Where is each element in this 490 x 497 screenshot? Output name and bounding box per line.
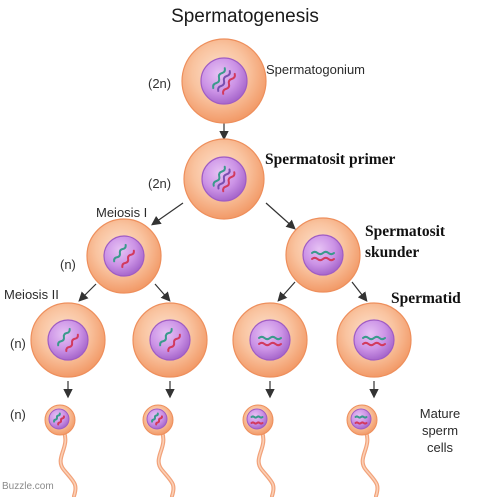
diagram-title: Spermatogenesis — [171, 6, 319, 27]
mature-line-2: sperm — [421, 423, 459, 438]
chromosome-red — [57, 415, 65, 426]
chromosome-green — [354, 415, 368, 419]
sperm-nucleus — [246, 408, 268, 430]
cell-spermatid-3 — [232, 302, 308, 378]
arrow-left-to-lr — [154, 283, 171, 302]
sperm-4 — [346, 404, 380, 497]
chromosome-green — [362, 335, 386, 341]
nucleus — [249, 319, 291, 361]
mature-sperm-label: Mature sperm cells — [410, 405, 470, 456]
cell-spermatid-4 — [336, 302, 412, 378]
arrow-left-to-ll — [78, 283, 97, 302]
sperm-2 — [142, 404, 176, 497]
cell-spermatogonium — [181, 38, 267, 124]
chromosome-red — [354, 421, 368, 425]
spermatosit-skunder-label-1: Spermatosit — [365, 223, 446, 240]
arrows — [63, 123, 379, 399]
nucleus — [302, 234, 344, 276]
chromosome-green — [250, 415, 264, 419]
sperm-nucleus — [350, 408, 372, 430]
chromosome-purple — [217, 70, 231, 92]
sperm-tail — [156, 430, 176, 497]
arrow-right-to-rr — [351, 281, 368, 302]
chromosome-green — [113, 243, 127, 263]
sperm-nucleus — [146, 408, 168, 430]
spermatogonium-label: Spermatogonium — [266, 62, 365, 77]
chromosome-red — [311, 256, 335, 262]
chromosome-green — [57, 327, 71, 347]
spermatosit-skunder-label-2: skunder — [365, 244, 420, 261]
chromosome-red — [250, 421, 264, 425]
spermatosit-primer-label: Spermatosit primer — [265, 151, 396, 168]
sperm-tail — [256, 430, 276, 497]
chromosome-green — [53, 412, 61, 423]
sperm-nucleus — [48, 408, 70, 430]
spermatid-label: Spermatid — [391, 290, 461, 307]
sperm-3 — [242, 404, 276, 497]
arrow-right-to-rl — [277, 281, 296, 302]
nucleus — [149, 319, 191, 361]
chromosome-red — [121, 249, 135, 269]
mature-line-3: cells — [426, 440, 453, 455]
meiosis-1-label: Meiosis I — [96, 205, 148, 220]
cell-secondary-left — [86, 218, 162, 294]
chromosome-red — [155, 415, 163, 426]
chromosome-green — [159, 327, 173, 347]
chromosome-purple — [217, 168, 231, 190]
chromosome-red — [65, 333, 79, 353]
arrow-primer-to-left — [151, 202, 184, 226]
nucleus — [47, 319, 89, 361]
cell-spermatid-2 — [132, 302, 208, 378]
chromosome-green — [212, 67, 226, 90]
chromosome-red — [167, 333, 181, 353]
chromosome-red — [258, 341, 282, 347]
chromosome-green — [311, 250, 335, 256]
nucleus — [103, 235, 145, 277]
chromosome-red — [222, 72, 236, 95]
cell-secondary-right — [285, 217, 361, 293]
cell-spermatid-1 — [30, 302, 106, 378]
ploidy-sperm: (n) — [10, 407, 26, 422]
watermark: Buzzle.com — [2, 481, 54, 492]
sperm-1 — [44, 404, 78, 497]
nucleus — [353, 319, 395, 361]
chromosome-green — [151, 412, 159, 423]
ploidy-spermatid: (n) — [10, 336, 26, 351]
cell-spermatosit-primer — [183, 138, 265, 220]
arrow-primer-to-right — [265, 202, 296, 230]
chromosome-red — [362, 341, 386, 347]
chromosome-red — [222, 171, 236, 193]
chromosome-green — [212, 165, 226, 187]
sperm-tail — [58, 430, 78, 497]
meiosis-2-label: Meiosis II — [4, 287, 59, 302]
ploidy-secondary: (n) — [60, 257, 76, 272]
chromosome-green — [258, 335, 282, 341]
ploidy-spermatosit-primer: (2n) — [148, 176, 172, 191]
mature-line-1: Mature — [419, 406, 461, 421]
ploidy-spermatogonium: (2n) — [148, 76, 172, 91]
sperm-tail — [360, 430, 380, 497]
